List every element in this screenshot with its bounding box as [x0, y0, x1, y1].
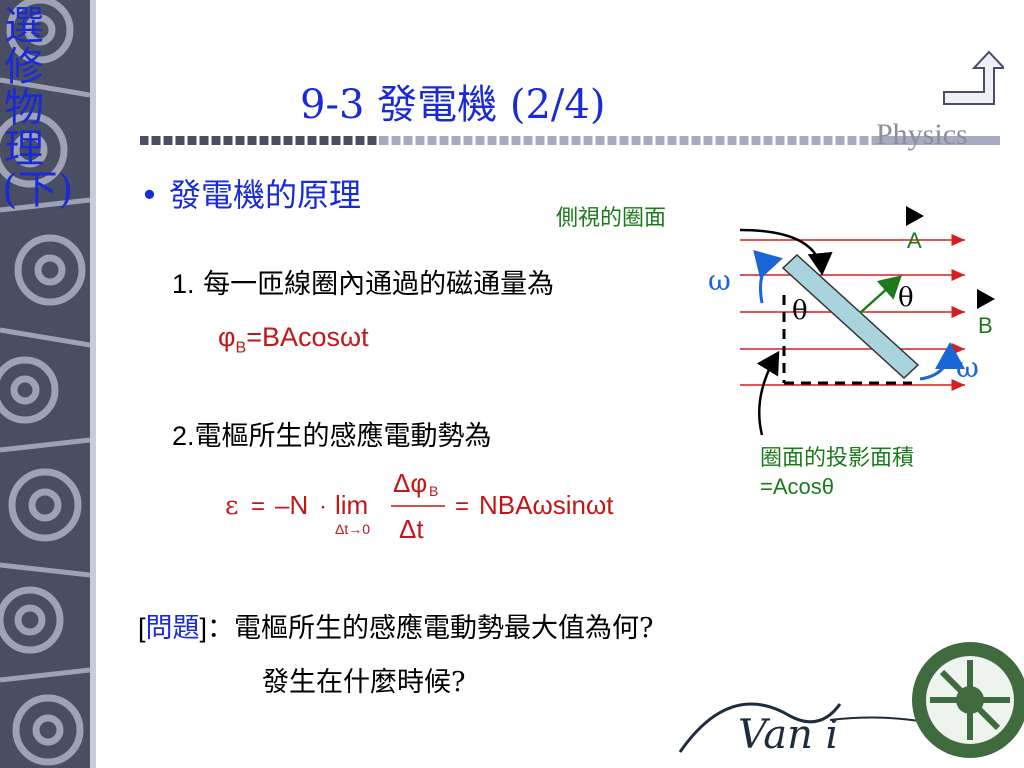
emf-equals-1: =: [251, 493, 265, 520]
emf-minus-n: –N: [275, 490, 308, 520]
flux-formula: φB=BAcosωt: [218, 322, 369, 357]
omega-top-label: ω: [708, 264, 731, 297]
flux-phi: φ: [218, 322, 236, 352]
gear-icon: [912, 642, 1024, 758]
emf-dot: ·: [319, 493, 327, 520]
sidebar: [0, 0, 90, 768]
bullet: •: [140, 176, 170, 214]
section-heading-text: 發電機的原理: [169, 176, 362, 214]
emf-numerator: Δφ: [393, 468, 427, 498]
coil-side-view: [781, 253, 920, 380]
emf-lim-subscript: Δt→0: [335, 521, 370, 537]
item-1-number: 1.: [172, 269, 195, 299]
emf-numerator-subscript: B: [429, 483, 438, 499]
course-title: 選修物理(下): [2, 3, 74, 213]
slide-title: 9-3 發電機 (2/4): [300, 82, 606, 128]
sidebar-stripe: [90, 0, 96, 768]
question-bracket-close: ]: [199, 613, 208, 643]
theta-left-label: θ: [792, 296, 808, 326]
signature-mark: Van i: [738, 712, 838, 758]
generator-diagram: A B ω ω θ θ: [708, 206, 995, 436]
side-view-pointer: [739, 228, 833, 276]
item-1: 1. 每一匝線圈內通過的磁通量為: [172, 262, 554, 301]
item-2-text: 電樞所生的感應電動勢為: [194, 421, 492, 452]
projection-label-line-2: =Acosθ: [760, 474, 834, 499]
question-tag: 問題: [145, 613, 200, 644]
projection-dashes: [782, 295, 912, 385]
emf-result: NBAωsinωt: [479, 490, 614, 520]
emf-equals-2: =: [455, 493, 469, 520]
theta-right-label: θ: [898, 283, 914, 313]
projection-label-line-1: 圈面的投影面積: [760, 446, 915, 471]
item-2: 2.電樞所生的感應電動勢為: [172, 414, 492, 453]
question-text-1: ：電樞所生的感應電動勢最大值為何?: [207, 613, 654, 644]
logo-gear-decoration: Van i: [678, 642, 1024, 758]
header-divider: [140, 133, 1000, 147]
section-heading: • 發電機的原理: [140, 170, 361, 216]
vector-b-label: B: [978, 313, 993, 338]
emf-epsilon: ε: [225, 491, 238, 521]
item-1-text: 每一匝線圈內通過的磁通量為: [203, 269, 555, 300]
flux-rhs: =BAcosωt: [246, 322, 369, 352]
side-view-label: 側視的圈面: [556, 206, 667, 231]
gear-pattern-icon: [0, 0, 90, 766]
question-line-2: 發生在什麼時候?: [262, 667, 466, 698]
emf-denominator: Δt: [399, 514, 424, 544]
flux-subscript: B: [235, 339, 247, 357]
vector-a-label: A: [907, 228, 922, 253]
rotation-arrow-top: [753, 250, 783, 304]
signature-stroke: [678, 702, 842, 753]
brand-label: Physics: [876, 118, 968, 151]
projection-pointer: [756, 350, 780, 436]
item-2-number: 2.: [172, 421, 195, 451]
emf-lim: lim: [335, 490, 368, 520]
area-vector: [859, 275, 902, 314]
question-line-1: [問題]：電樞所生的感應電動勢最大值為何?: [138, 606, 654, 645]
emf-formula: ε = –N · lim Δt→0 Δφ B Δt = NBAωsinωt: [225, 468, 614, 544]
question-bracket-open: [: [138, 613, 146, 643]
return-arrow-icon[interactable]: [940, 48, 1004, 112]
rotation-arrow-bottom: [919, 342, 965, 381]
omega-bottom-label: ω: [956, 351, 979, 384]
